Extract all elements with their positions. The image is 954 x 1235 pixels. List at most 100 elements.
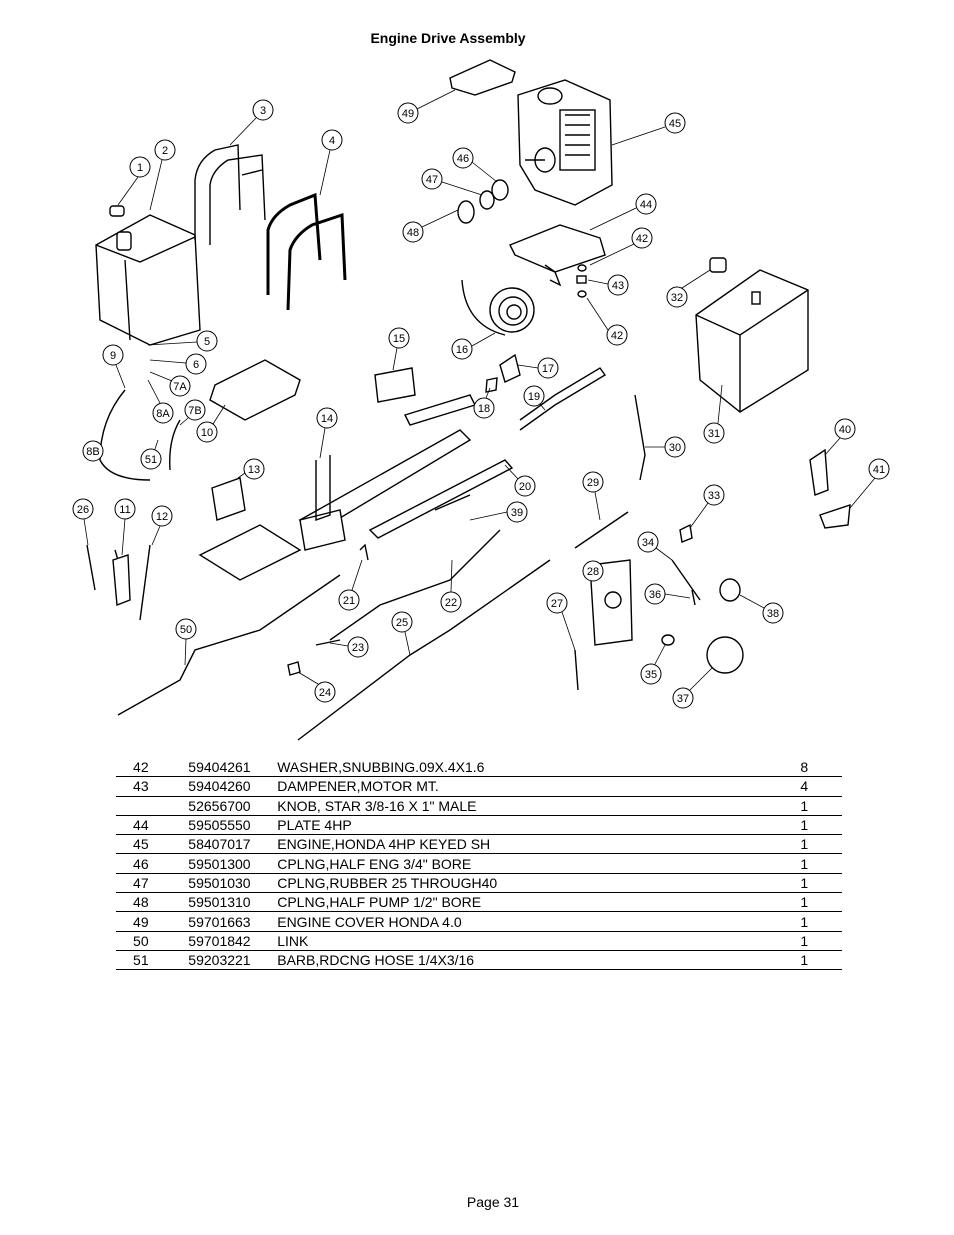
callout-8B: 8B xyxy=(82,440,104,462)
part-number: 59501310 xyxy=(188,894,251,911)
part-number: 59501030 xyxy=(188,874,251,891)
callout-21: 21 xyxy=(338,559,363,611)
callout-12: 12 xyxy=(151,505,173,546)
item-number: 51 xyxy=(133,952,149,969)
callout-22: 22 xyxy=(440,559,462,613)
callout-10: 10 xyxy=(196,404,226,443)
exploded-parts-diagram: 1 2 3 4 5 6 7A 7B 8A 8B 9 10 11 12 13 14… xyxy=(72,59,890,741)
part-description: CPLNG,HALF ENG 3/4" BORE xyxy=(277,855,472,872)
svg-text:37: 37 xyxy=(677,693,689,705)
svg-text:6: 6 xyxy=(193,359,199,371)
table-row: 50 59701842 LINK 1 xyxy=(116,931,842,951)
part-number: 58407017 xyxy=(188,836,251,853)
callout-9: 9 xyxy=(102,344,126,389)
part-description: ENGINE COVER HONDA 4.0 xyxy=(277,913,462,930)
part-quantity: 1 xyxy=(800,932,809,949)
part-description: BARB,RDCNG HOSE 1/4X3/16 xyxy=(277,952,475,969)
svg-text:14: 14 xyxy=(321,413,333,425)
svg-text:8A: 8A xyxy=(156,408,170,420)
part-quantity: 1 xyxy=(800,855,809,872)
item-number: 50 xyxy=(133,932,149,949)
callout-38: 38 xyxy=(739,594,784,624)
svg-text:27: 27 xyxy=(551,598,563,610)
callout-24: 24 xyxy=(297,671,336,703)
svg-text:43: 43 xyxy=(612,280,624,292)
callout-8A: 8A xyxy=(147,379,174,424)
part-number: 59203221 xyxy=(188,952,251,969)
svg-text:36: 36 xyxy=(649,589,661,601)
callout-41: 41 xyxy=(849,458,890,509)
part-description: LINK xyxy=(277,932,309,949)
callout-35: 35 xyxy=(640,644,666,685)
svg-text:26: 26 xyxy=(77,504,89,516)
callout-7A: 7A xyxy=(149,371,191,397)
part-number: 59505550 xyxy=(188,817,251,834)
svg-text:2: 2 xyxy=(162,145,168,157)
svg-text:9: 9 xyxy=(110,350,116,362)
callout-45: 45 xyxy=(611,112,686,146)
callout-25: 25 xyxy=(391,611,413,656)
svg-text:33: 33 xyxy=(708,490,720,502)
svg-text:24: 24 xyxy=(319,687,331,699)
svg-text:38: 38 xyxy=(767,608,779,620)
svg-text:3: 3 xyxy=(260,105,266,117)
svg-text:7B: 7B xyxy=(188,405,201,417)
svg-text:31: 31 xyxy=(708,428,720,440)
svg-text:39: 39 xyxy=(511,507,523,519)
page-title: Engine Drive Assembly xyxy=(370,30,526,46)
callout-32: 32 xyxy=(666,269,711,308)
svg-text:7A: 7A xyxy=(173,381,187,393)
svg-text:16: 16 xyxy=(456,344,468,356)
callout-34: 34 xyxy=(637,531,673,561)
svg-text:45: 45 xyxy=(669,118,681,130)
item-number: 44 xyxy=(133,817,149,834)
svg-text:30: 30 xyxy=(669,442,681,454)
svg-text:42: 42 xyxy=(636,233,648,245)
callout-15: 15 xyxy=(388,327,410,371)
svg-text:41: 41 xyxy=(873,464,885,476)
part-description: WASHER,SNUBBING.09X.4X1.6 xyxy=(277,759,485,776)
svg-text:35: 35 xyxy=(645,669,657,681)
item-number: 49 xyxy=(133,913,149,930)
svg-text:15: 15 xyxy=(393,333,405,345)
table-row: 44 59505550 PLATE 4HP 1 xyxy=(116,815,842,835)
callout-11: 11 xyxy=(114,498,136,556)
table-row: 48 59501310 CPLNG,HALF PUMP 1/2" BORE 1 xyxy=(116,893,842,912)
part-quantity: 1 xyxy=(800,913,809,930)
svg-text:11: 11 xyxy=(119,504,130,516)
svg-text:40: 40 xyxy=(839,424,851,436)
table-row: 42 59404261 WASHER,SNUBBING.09X.4X1.6 8 xyxy=(116,758,842,777)
callout-39: 39 xyxy=(469,501,528,523)
callout-49: 49 xyxy=(397,89,456,124)
svg-text:44: 44 xyxy=(640,199,652,211)
part-quantity: 4 xyxy=(800,778,809,795)
callout-7B: 7B xyxy=(179,399,206,426)
callout-31: 31 xyxy=(703,384,725,444)
svg-text:49: 49 xyxy=(402,108,414,120)
svg-text:13: 13 xyxy=(248,464,260,476)
svg-text:47: 47 xyxy=(426,174,438,186)
callout-23: 23 xyxy=(329,636,369,658)
callout-26: 26 xyxy=(72,498,94,546)
item-number: 46 xyxy=(133,855,149,872)
svg-text:29: 29 xyxy=(587,477,599,489)
callout-27: 27 xyxy=(546,592,576,651)
callout-17: 17 xyxy=(517,357,559,379)
callout-6: 6 xyxy=(149,353,207,375)
svg-text:21: 21 xyxy=(343,595,355,607)
callout-50: 50 xyxy=(175,618,197,666)
svg-text:19: 19 xyxy=(528,391,540,403)
svg-text:23: 23 xyxy=(352,642,364,654)
part-quantity: 1 xyxy=(800,952,809,969)
callout-46: 46 xyxy=(452,147,498,183)
table-row: 49 59701663 ENGINE COVER HONDA 4.0 1 xyxy=(116,912,842,932)
item-number: 42 xyxy=(133,759,149,776)
part-quantity: 1 xyxy=(800,797,809,814)
callout-16: 16 xyxy=(451,332,496,360)
svg-text:20: 20 xyxy=(519,481,531,493)
table-row: 45 58407017 ENGINE,HONDA 4HP KEYED SH 1 xyxy=(116,835,842,854)
callout-18: 18 xyxy=(473,387,495,419)
svg-text:32: 32 xyxy=(671,292,683,304)
engine-drawing xyxy=(517,79,613,206)
svg-text:1: 1 xyxy=(137,162,143,174)
